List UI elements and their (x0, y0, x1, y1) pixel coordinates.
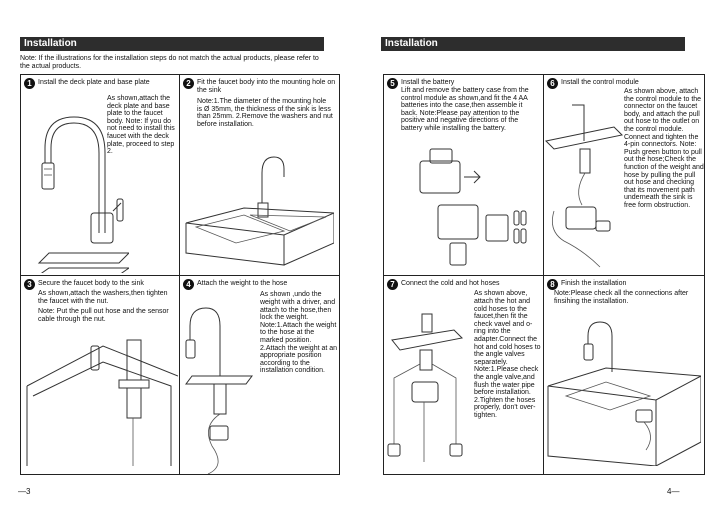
step-7-body: As shown above, attach the hot and cold … (474, 290, 541, 419)
step-5-title: Install the battery (401, 79, 455, 86)
step-2-body: Note:1.The diameter of the mounting hole… (197, 98, 333, 128)
step-3-title: Secure the faucet body to the sink (38, 280, 144, 288)
step-6-body: As shown above, attach the control modul… (624, 88, 704, 209)
step-8-number: 8 (547, 279, 558, 291)
right-steps-grid: 5 Install the battery Lift and remove th… (383, 74, 705, 475)
step-4-body: As shown ,undo the weight with a driver,… (260, 291, 338, 375)
step-5-number: 5 (387, 78, 398, 89)
step-3-number: 3 (24, 279, 35, 291)
right-page-number: 4— (667, 487, 680, 496)
step-1-body: As shown,attach the deck plate and base … (107, 95, 175, 156)
step-3-body: As shown,attach the washers,then tighten… (38, 290, 168, 306)
step-7: 7 Connect the cold and hot hoses As show… (384, 276, 544, 474)
sink-mounting-illustration (185, 156, 334, 266)
step-6: 6 Install the control module As shown ab… (544, 75, 704, 277)
step-4-number: 4 (183, 279, 194, 291)
left-steps-grid: 1 Install the deck plate and base plate … (20, 74, 340, 475)
step-2-title: Fit the faucet body into the mounting ho… (197, 79, 336, 94)
step-6-number: 6 (547, 78, 558, 89)
step-8-body: Note:Please check all the connections af… (554, 290, 689, 306)
left-page: Installation Note: If the illustrations … (0, 0, 358, 511)
step-6-title: Install the control module (561, 79, 639, 86)
left-page-number: —3 (18, 487, 31, 496)
right-page-header: Installation (381, 37, 685, 51)
battery-case-illustration (419, 148, 527, 266)
right-page: Installation 5 Install the battery Lift … (359, 0, 717, 511)
step-3-body-note: Note: Put the pull out hose and the sens… (38, 308, 169, 324)
step-5-body: Lift and remove the battery case from th… (401, 87, 529, 132)
finished-installation-illustration (547, 321, 701, 467)
step-4-title: Attach the weight to the hose (197, 280, 288, 288)
illustration-note: Note: If the illustrations for the insta… (20, 55, 319, 70)
step-5: 5 Install the battery Lift and remove th… (384, 75, 544, 277)
step-2-number: 2 (183, 78, 194, 89)
step-8-title: Finish the installation (561, 280, 627, 288)
step-8: 8 Finish the installation Note:Please ch… (544, 276, 704, 474)
step-7-title: Connect the cold and hot hoses (401, 280, 500, 288)
weight-hose-illustration (185, 307, 253, 474)
step-3: 3 Secure the faucet body to the sink As … (21, 276, 180, 474)
left-page-header: Installation (20, 37, 324, 51)
control-module-illustration (544, 104, 624, 268)
step-1: 1 Install the deck plate and base plate … (21, 75, 180, 277)
secure-faucet-illustration (26, 339, 178, 467)
step-1-number: 1 (24, 78, 35, 89)
step-2: 2 Fit the faucet body into the mounting … (180, 75, 339, 277)
faucet-deck-plate-illustration (37, 116, 129, 273)
step-7-number: 7 (387, 279, 398, 291)
hot-cold-hoses-illustration (387, 313, 464, 463)
step-1-title: Install the deck plate and base plate (38, 79, 150, 86)
step-4: 4 Attach the weight to the hose As shown… (180, 276, 339, 474)
